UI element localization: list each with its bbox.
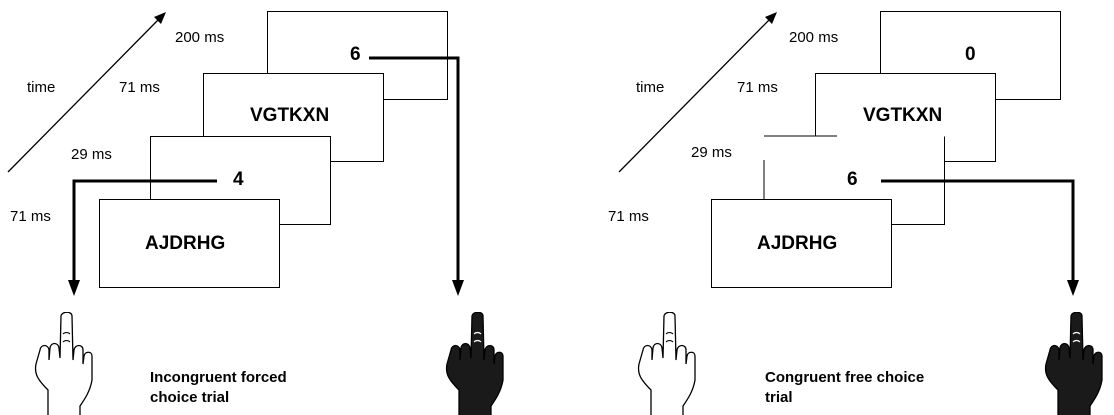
caption-line-1: Incongruent forced [150, 369, 287, 387]
dark-hand-icon [441, 312, 511, 415]
caption-line-1: Congruent free choice [765, 369, 924, 387]
panel-incongruent-forced-choice: time 200 ms 71 ms 29 ms 71 ms 6 VGTKXN 4… [0, 0, 557, 415]
panel-congruent-free-choice: time 200 ms 71 ms 29 ms 71 ms 0 VGTKXN 6… [557, 0, 1114, 415]
open-hand-icon [633, 312, 703, 415]
dark-hand-icon [1040, 312, 1110, 415]
open-hand-icon [30, 312, 100, 415]
caption-line-2: trial [765, 389, 793, 407]
caption-line-2: choice trial [150, 389, 229, 407]
